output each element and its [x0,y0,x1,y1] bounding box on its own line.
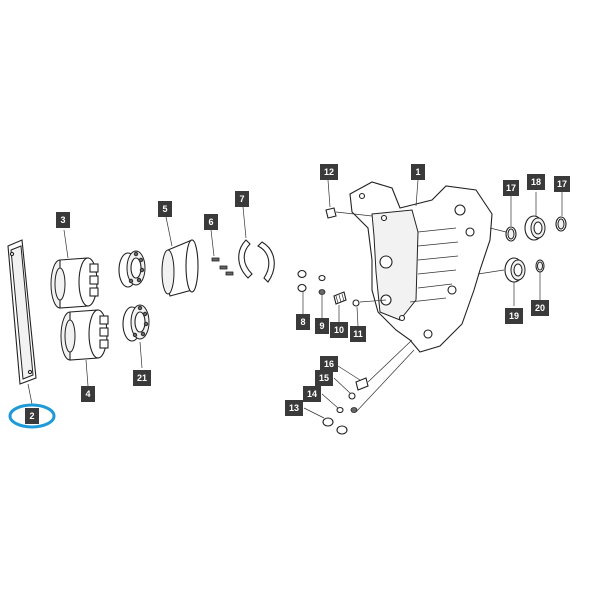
svg-text:4: 4 [85,389,90,399]
svg-text:21: 21 [137,373,147,383]
callout-8[interactable]: 8 [296,314,310,330]
svg-text:10: 10 [334,325,344,335]
callout-18[interactable]: 18 [527,174,545,190]
svg-text:18: 18 [531,177,541,187]
callout-15[interactable]: 15 [315,370,333,386]
part-3-hub[interactable] [50,257,99,309]
part-16-spring[interactable] [355,377,369,391]
callout-11[interactable]: 11 [350,326,366,342]
callout-17-left[interactable]: 17 [503,180,519,196]
svg-text:2: 2 [29,411,34,421]
svg-text:17: 17 [506,183,516,193]
part-10-spring[interactable] [333,291,347,305]
highlight-ring [8,403,56,429]
part-19-seal[interactable] [504,257,526,283]
part-17-snap-ring-left[interactable] [505,226,517,242]
part-9-seal[interactable] [318,274,326,295]
svg-text:11: 11 [353,329,363,339]
part-7-thrust-washers[interactable] [238,239,275,283]
callout-9[interactable]: 9 [315,318,329,334]
part-18-seal[interactable] [524,215,546,241]
callout-2[interactable]: 2 [25,408,39,424]
svg-text:9: 9 [319,321,324,331]
part-15-ball[interactable] [348,392,356,400]
svg-text:7: 7 [239,194,244,204]
callout-14[interactable]: 14 [303,386,321,402]
callout-4[interactable]: 4 [81,386,95,402]
callout-3[interactable]: 3 [56,212,70,228]
svg-text:3: 3 [60,215,65,225]
callout-13[interactable]: 13 [285,400,303,416]
callout-17-right[interactable]: 17 [554,176,570,192]
part-11-ball[interactable] [352,299,360,307]
svg-text:19: 19 [509,311,519,321]
part-14-washer[interactable] [336,406,358,414]
callout-6[interactable]: 6 [204,214,218,230]
svg-text:14: 14 [307,389,317,399]
part-8-washers[interactable] [297,269,307,293]
bearing-upper[interactable] [118,250,146,288]
part-5-cover[interactable] [161,239,199,297]
svg-text:5: 5 [162,204,167,214]
svg-text:20: 20 [535,303,545,313]
part-21-bearing[interactable] [122,304,150,342]
callout-10[interactable]: 10 [330,322,348,338]
callout-7[interactable]: 7 [235,191,249,207]
part-2-gasket[interactable] [7,239,37,385]
part-4-hub[interactable] [60,309,109,361]
part-13-plugs[interactable] [322,417,348,435]
svg-text:17: 17 [557,179,567,189]
svg-text:15: 15 [319,373,329,383]
callout-1[interactable]: 1 [411,164,425,180]
callout-20[interactable]: 20 [531,300,549,316]
svg-text:1: 1 [415,167,420,177]
part-20-snap-ring[interactable] [535,259,545,273]
svg-text:16: 16 [324,359,334,369]
svg-text:13: 13 [289,403,299,413]
callout-5[interactable]: 5 [158,201,172,217]
svg-text:12: 12 [324,167,334,177]
svg-text:6: 6 [208,217,213,227]
callout-16[interactable]: 16 [320,356,338,372]
part-17-snap-ring-right[interactable] [555,216,567,232]
part-1-housing[interactable] [349,181,493,353]
part-6-screws[interactable] [211,257,234,276]
svg-text:8: 8 [300,317,305,327]
callout-19[interactable]: 19 [505,308,523,324]
part-12-plug[interactable] [325,207,337,219]
callout-12[interactable]: 12 [320,164,338,180]
callout-21[interactable]: 21 [133,370,151,386]
